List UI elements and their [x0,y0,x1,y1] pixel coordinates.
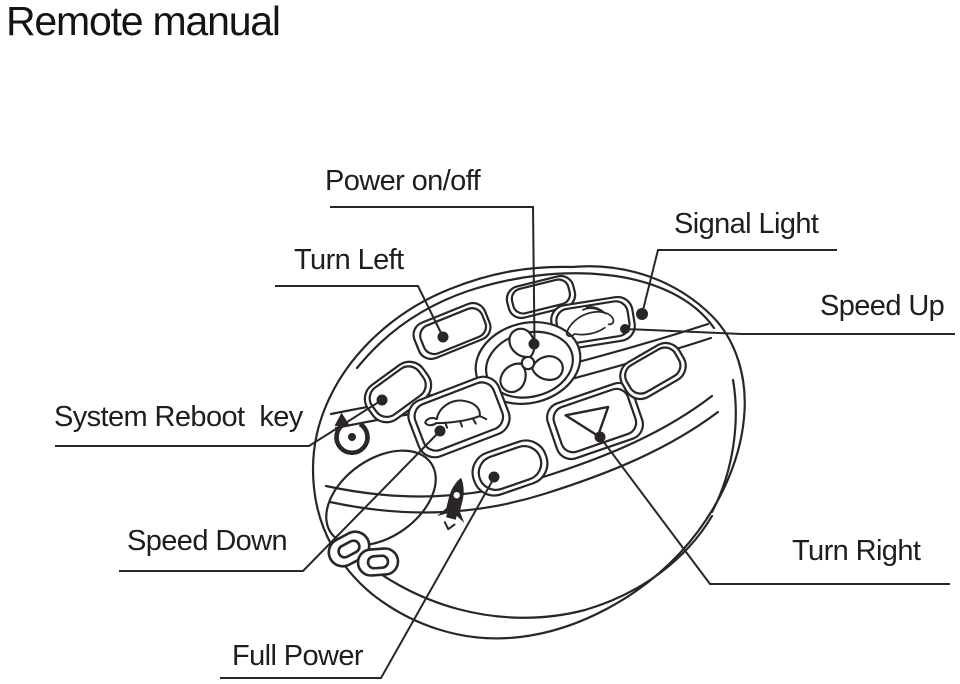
dot-system-reboot [376,394,388,406]
leader-system-reboot [55,399,383,447]
left-side-panel [325,449,437,547]
dot-speed-down [434,425,446,437]
callout-turn-right: Turn Right [792,535,921,567]
dot-full-power [488,471,500,483]
dot-turn-left [437,331,449,343]
rocket-icon [437,477,465,531]
leader-signal-light [641,249,837,315]
callout-speed-up: Speed Up [820,290,945,322]
leader-speed-down [119,430,441,572]
right-blank-button [619,341,687,401]
callout-full-power: Full Power [232,640,364,672]
fan-icon [493,327,567,398]
dot-power [528,338,540,350]
leader-turn-left [275,285,444,338]
remote-face-rim [355,272,716,370]
callout-turn-left: Turn Left [294,244,404,276]
callout-leader-lines [55,206,955,679]
callout-dots [376,308,648,483]
turn-right-button [545,381,645,461]
hare-icon [565,306,615,337]
power-button [474,321,582,405]
leader-full-power [220,477,495,679]
dot-turn-right [594,431,606,443]
turn-left-button [412,301,492,361]
dot-signal-light [636,308,648,320]
bottom-shell-contour [346,514,714,619]
leader-turn-right [599,436,950,585]
callout-signal-light: Signal Light [674,208,819,240]
leader-speed-up [624,328,955,335]
right-edge-contour [710,378,737,514]
callout-system-reboot: System Reboot key [54,401,303,433]
triangle-arrow-icon [564,405,610,438]
leader-power [330,206,536,344]
lower-ridge-line-2 [328,410,720,514]
page-title: Remote manual [6,0,281,44]
dot-speed-up [620,324,630,334]
callout-speed-down: Speed Down [127,525,288,557]
callout-power: Power on/off [325,165,481,197]
keychain-links [327,530,400,577]
turtle-icon [424,399,488,429]
